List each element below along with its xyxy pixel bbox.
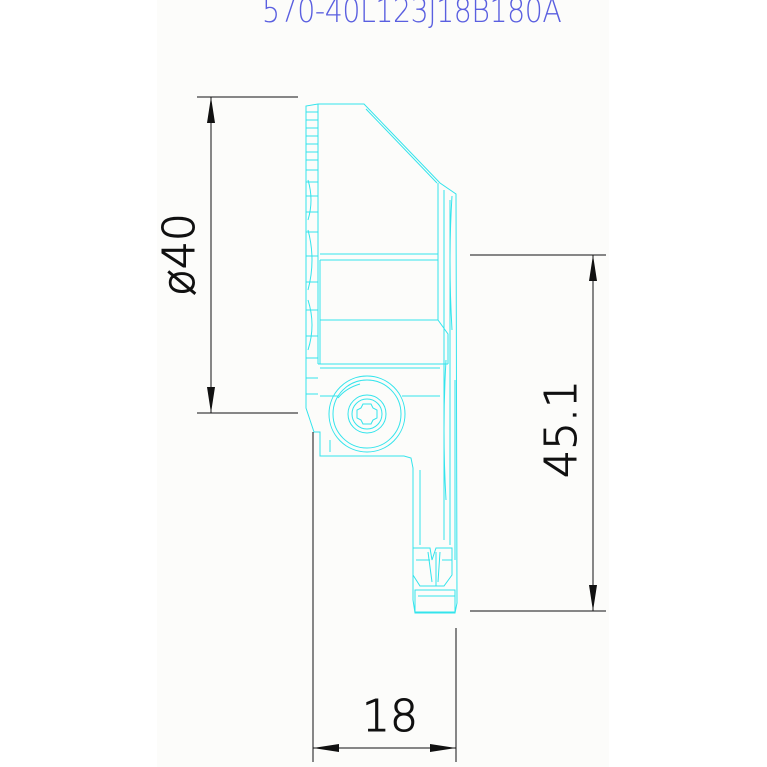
clamp-screw-rim	[332, 379, 402, 449]
torx-socket	[356, 403, 378, 425]
dimension-ø40: ø40	[154, 96, 298, 414]
clamp-screw-head	[347, 394, 387, 434]
chamfer-line	[365, 108, 438, 184]
outer-contour	[305, 103, 458, 614]
insert-edge	[416, 551, 455, 597]
diameter-label: ø40	[154, 213, 205, 296]
arrow-down	[207, 387, 215, 413]
clamp-screw-outer	[328, 375, 406, 453]
cutting-insert	[414, 589, 456, 613]
arrow-up	[589, 255, 597, 281]
clamp-screw-inner	[351, 398, 383, 430]
step-lines	[319, 367, 440, 545]
dimension-45-1: 45.1	[470, 254, 606, 612]
arrow-right	[430, 744, 456, 752]
arrow-up	[207, 97, 215, 123]
arrow-down	[589, 585, 597, 611]
insert-pocket	[412, 547, 453, 587]
body-right-lines	[443, 190, 456, 560]
face-serration-curves	[307, 179, 313, 351]
tool-outline	[305, 103, 458, 614]
dimension-18: 18	[312, 432, 457, 762]
part-number-title: 570-40L123J18B180A	[262, 0, 562, 30]
arrow-left	[313, 744, 339, 752]
height-label: 45.1	[536, 380, 587, 478]
width-label: 18	[362, 691, 418, 742]
pocket-lines	[318, 183, 449, 365]
screw-highlight	[337, 383, 361, 399]
